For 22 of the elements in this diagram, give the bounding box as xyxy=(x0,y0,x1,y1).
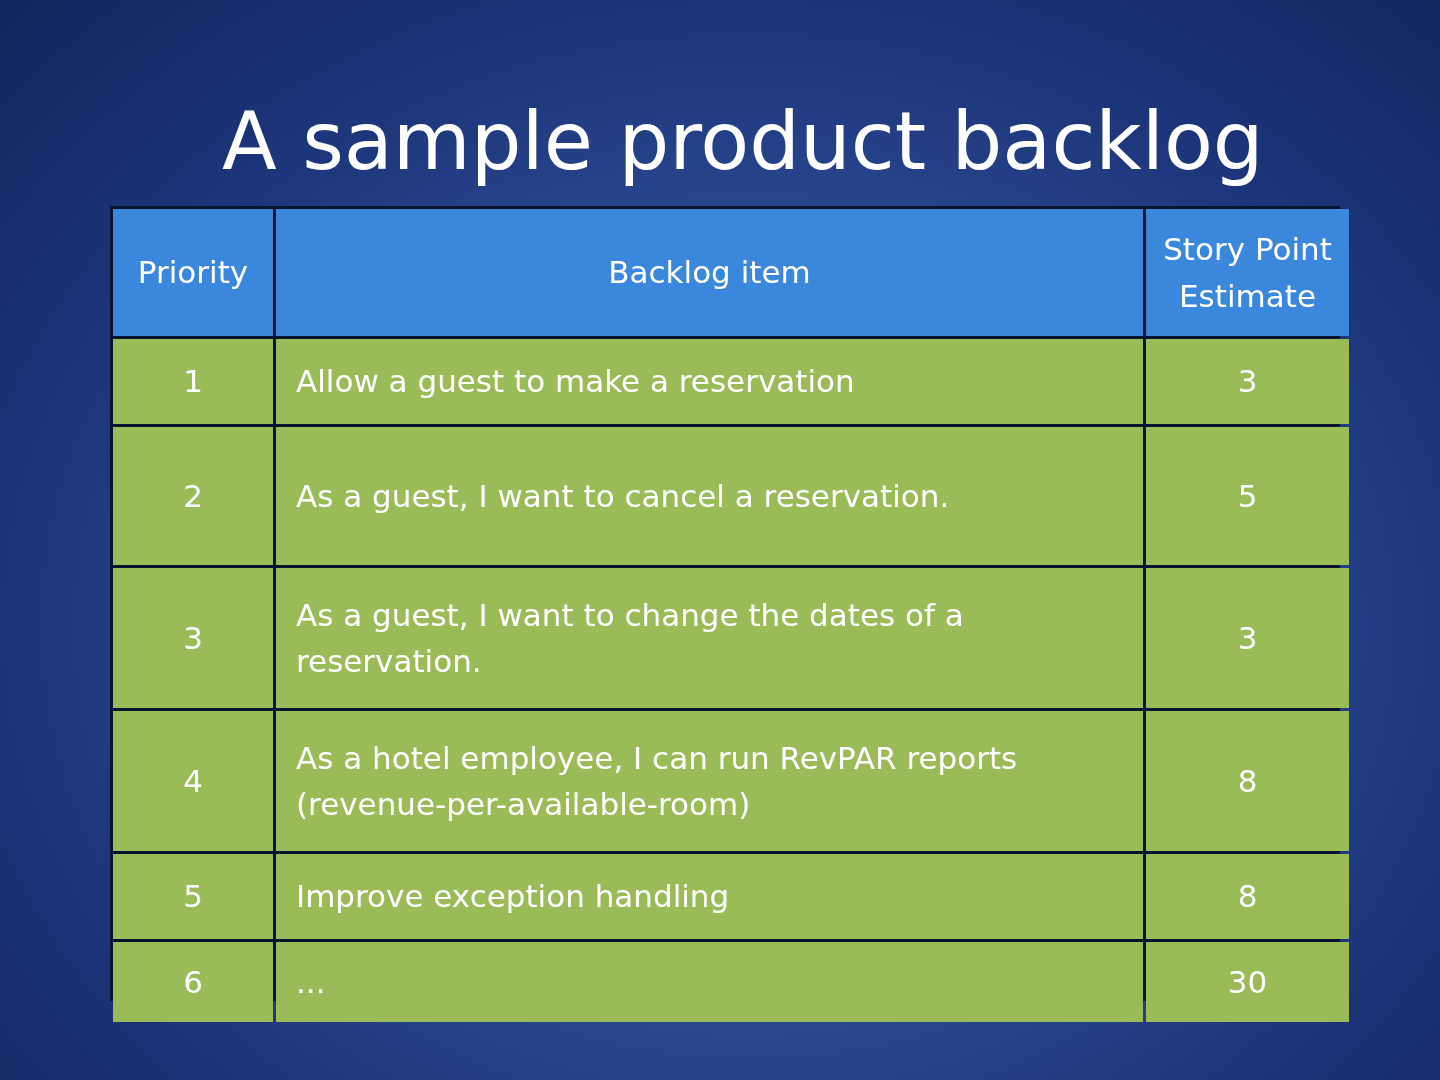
table-cell: 5 xyxy=(113,854,273,939)
table-cell: 30 xyxy=(1146,942,1349,1022)
table-cell: 8 xyxy=(1146,711,1349,851)
table-cell: 3 xyxy=(1146,339,1349,424)
table-cell: 3 xyxy=(113,568,273,708)
table-cell: 8 xyxy=(1146,854,1349,939)
column-header: Story Point Estimate xyxy=(1146,209,1349,336)
slide-title: A sample product backlog xyxy=(222,94,1264,190)
table-cell: 2 xyxy=(113,427,273,565)
column-header: Backlog item xyxy=(276,209,1143,336)
table-cell: 6 xyxy=(113,942,273,1022)
table-cell: 3 xyxy=(1146,568,1349,708)
table-cell: As a guest, I want to cancel a reservation. xyxy=(276,427,1143,565)
table-cell: 1 xyxy=(113,339,273,424)
table-cell: Allow a guest to make a reservation xyxy=(276,339,1143,424)
table-cell: As a hotel employee, I can run RevPAR reports (revenue-per-available-room) xyxy=(276,711,1143,851)
table-cell: Improve exception handling xyxy=(276,854,1143,939)
table-cell: As a guest, I want to change the dates of a reservation. xyxy=(276,568,1143,708)
table-cell: 4 xyxy=(113,711,273,851)
table-cell: 5 xyxy=(1146,427,1349,565)
table-cell: ... xyxy=(276,942,1143,1022)
column-header: Priority xyxy=(113,209,273,336)
